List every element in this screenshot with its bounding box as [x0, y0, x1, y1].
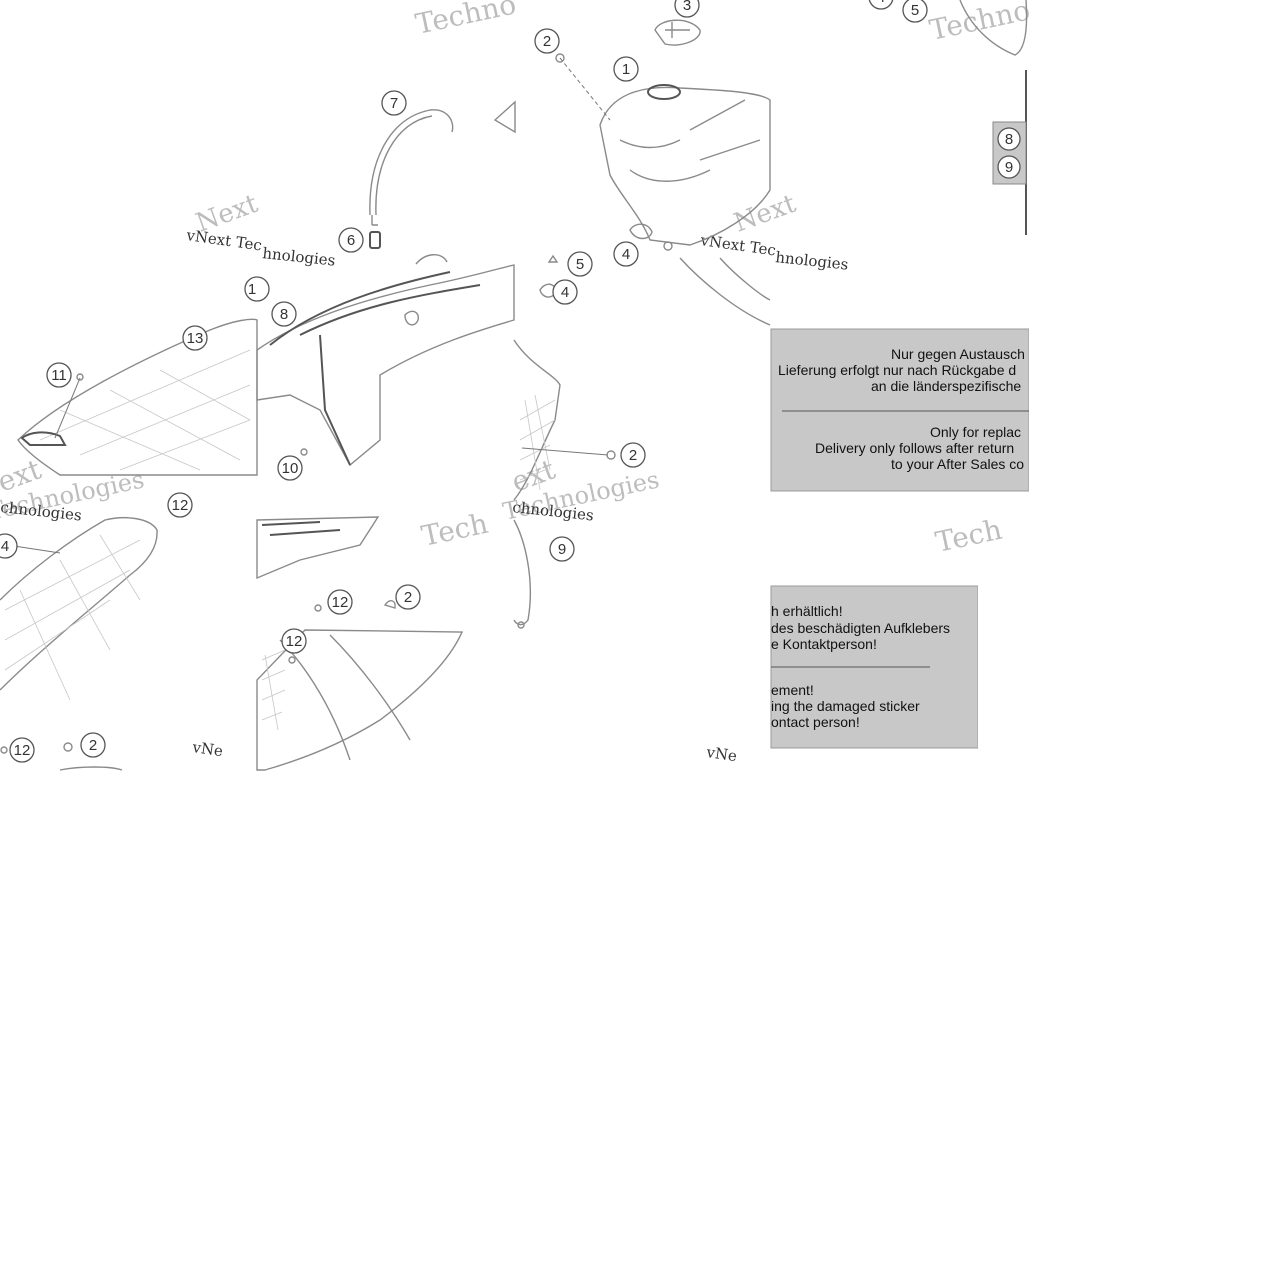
svg-text:12: 12: [14, 742, 31, 759]
svg-text:6: 6: [347, 232, 355, 249]
svg-text:4: 4: [1, 538, 9, 555]
svg-text:3: 3: [683, 0, 691, 14]
svg-text:4: 4: [877, 0, 885, 6]
callout-4: 4: [868, 0, 894, 10]
watermark-vnext-1: vNext Tec: [184, 226, 263, 255]
callout-12: 12: [167, 492, 193, 518]
svg-text:2: 2: [89, 737, 97, 754]
callout-8: 8: [997, 127, 1021, 151]
seat-cover-group: [0, 517, 158, 771]
callout-4: 4: [613, 241, 639, 267]
callout-4: 4: [0, 533, 18, 559]
notice-de-line1-a: Nur gegen Austausch: [891, 346, 1025, 362]
callout-13: 13: [182, 325, 208, 351]
notice-en-line1-b: ement!: [771, 682, 814, 698]
watermark-hnologies-1: hnologies: [262, 244, 337, 270]
callout-12: 12: [327, 589, 353, 615]
side-cover-group: [256, 254, 515, 467]
blank-area-bottom: [0, 771, 1285, 1285]
notice-box-top: Nur gegen Austausch Lieferung erfolgt nu…: [770, 328, 1030, 492]
svg-text:8: 8: [1005, 131, 1013, 148]
svg-text:11: 11: [51, 367, 67, 384]
seat-group: [17, 318, 258, 476]
lower-cover-group: [256, 516, 464, 771]
svg-text:12: 12: [332, 594, 349, 611]
svg-text:10: 10: [282, 460, 299, 477]
callout-2: 2: [620, 442, 646, 468]
watermark-vne-1: vNe: [190, 738, 224, 760]
notice-de-line2-a: Lieferung erfolgt nur nach Rückgabe d: [778, 362, 1016, 378]
watermark-vne-2: vNe: [704, 743, 738, 765]
svg-text:9: 9: [1005, 159, 1013, 176]
callout-5: 5: [902, 0, 928, 23]
svg-text:1: 1: [248, 281, 256, 298]
callout-3: 3: [674, 0, 700, 18]
fuel-tank-group: [555, 19, 771, 251]
callout-9: 9: [997, 155, 1021, 179]
callout-partial-edge: 1: [244, 276, 270, 302]
watermark-tech-2: Tech: [933, 513, 1005, 559]
notice-en-line3-b: ontact person!: [771, 714, 860, 730]
svg-text:2: 2: [629, 447, 637, 464]
svg-text:8: 8: [280, 306, 288, 323]
notice-en-line2-a: Delivery only follows after return: [815, 440, 1014, 456]
svg-text:9: 9: [558, 541, 566, 558]
svg-text:13: 13: [187, 330, 204, 347]
svg-text:1: 1: [622, 61, 630, 78]
svg-text:2: 2: [404, 589, 412, 606]
blank-area-lower-right-gap: [978, 560, 1029, 771]
radiator-shroud-group: [513, 254, 771, 501]
callout-10: 10: [277, 455, 303, 481]
callout-12: 12: [281, 628, 307, 654]
watermark-techno-top: Techno: [413, 0, 519, 41]
fuel-hose-group: [369, 100, 516, 249]
notice-en-line2-b: ing the damaged sticker: [771, 698, 920, 714]
notice-de-line3-b: e Kontaktperson!: [771, 636, 877, 652]
shroud-lower-group: [513, 519, 531, 629]
svg-text:7: 7: [390, 95, 398, 112]
watermark-tech-1: Tech: [419, 507, 491, 553]
svg-text:4: 4: [622, 246, 630, 263]
svg-text:12: 12: [286, 633, 303, 650]
callout-9: 9: [549, 536, 575, 562]
notice-en-line3-a: to your After Sales co: [891, 456, 1024, 472]
notice-de-line1-b: h erhältlich!: [771, 603, 843, 619]
svg-text:12: 12: [172, 497, 189, 514]
callout-8: 8: [271, 301, 297, 327]
callout-5: 5: [567, 251, 593, 277]
callouts: 1 2 2 2 2 3 4 4 4 4 5 5 6 7 8 8 9 9 10 1…: [0, 0, 1021, 763]
callout-11: 11: [46, 362, 72, 388]
watermark-hnologies-2: hnologies: [775, 248, 850, 274]
callout-1: 1: [613, 56, 639, 82]
callout-2: 2: [395, 584, 421, 610]
svg-text:5: 5: [911, 2, 919, 19]
callout-6: 6: [338, 227, 364, 253]
svg-text:5: 5: [576, 256, 584, 273]
callout-12: 12: [9, 737, 35, 763]
callout-4: 4: [552, 279, 578, 305]
notice-en-line1-a: Only for replac: [930, 424, 1021, 440]
callout-7: 7: [381, 90, 407, 116]
notice-de-line2-b: des beschädigten Aufklebers: [771, 620, 950, 636]
watermark-techno-right: Techno: [927, 0, 1033, 47]
callout-2: 2: [80, 732, 106, 758]
notice-de-line3-a: an die länderspezifische: [871, 378, 1021, 394]
svg-text:4: 4: [561, 284, 569, 301]
callout-2: 2: [534, 28, 560, 54]
svg-text:2: 2: [543, 33, 551, 50]
notice-box-bottom: h erhältlich! des beschädigten Aufkleber…: [770, 585, 979, 749]
watermark-vnext-2: vNext Tec: [698, 231, 777, 260]
